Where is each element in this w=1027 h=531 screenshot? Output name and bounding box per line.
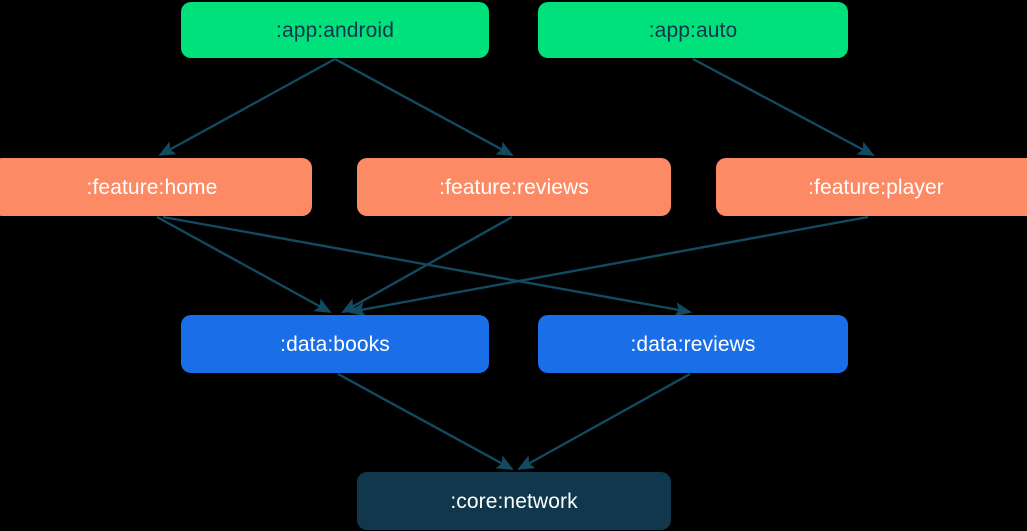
- node-label-data-books: :data:books: [280, 332, 390, 356]
- node-app-auto[interactable]: :app:auto: [538, 2, 848, 58]
- edge-feature-home-to-data-books: [156, 215, 332, 314]
- edge-app-auto-to-feature-player: [692, 57, 875, 157]
- node-label-app-android: :app:android: [276, 18, 394, 42]
- node-label-app-auto: :app:auto: [648, 18, 738, 42]
- edge-app-android-to-feature-home: [158, 57, 336, 157]
- edge-data-books-to-core-network: [337, 372, 514, 471]
- edge-feature-home-to-data-reviews: [162, 215, 692, 317]
- node-core-network[interactable]: :core:network: [357, 472, 671, 530]
- node-app-android[interactable]: :app:android: [181, 2, 489, 58]
- edge-feature-reviews-to-data-books: [341, 215, 513, 314]
- node-label-core-network: :core:network: [450, 489, 578, 513]
- edge-feature-player-to-data-books: [348, 215, 869, 317]
- node-feature-home[interactable]: :feature:home: [0, 158, 312, 216]
- node-label-feature-player: :feature:player: [808, 175, 944, 199]
- node-label-data-reviews: :data:reviews: [630, 332, 756, 356]
- node-feature-reviews[interactable]: :feature:reviews: [357, 158, 671, 216]
- node-data-reviews[interactable]: :data:reviews: [538, 315, 848, 373]
- edge-group: [156, 57, 875, 471]
- edge-data-reviews-to-core-network: [517, 372, 691, 471]
- node-feature-player[interactable]: :feature:player: [716, 158, 1027, 216]
- node-label-feature-home: :feature:home: [86, 175, 218, 199]
- node-data-books[interactable]: :data:books: [181, 315, 489, 373]
- edge-app-android-to-feature-reviews: [334, 57, 514, 157]
- node-label-feature-reviews: :feature:reviews: [439, 175, 589, 199]
